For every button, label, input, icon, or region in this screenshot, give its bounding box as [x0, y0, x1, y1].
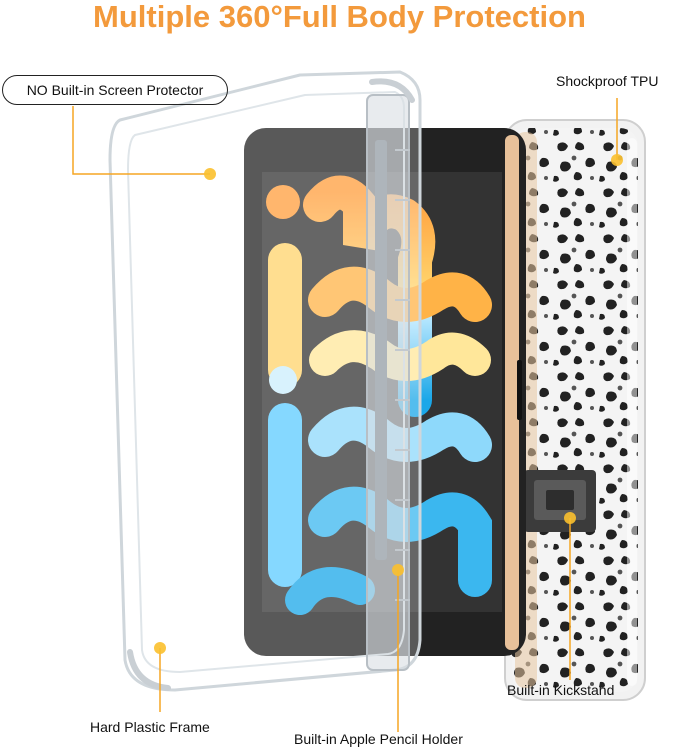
callout-label-pencil-holder: Built-in Apple Pencil Holder	[294, 731, 463, 747]
callout-frame	[154, 642, 166, 712]
callout-label-screen-protector: NO Built-in Screen Protector	[2, 75, 228, 105]
callout-screen-protector	[72, 106, 216, 180]
callout-pencil-holder	[392, 564, 404, 732]
callout-label-frame: Hard Plastic Frame	[90, 719, 210, 735]
shockproof-tpu-shell	[504, 119, 646, 701]
callout-label-kickstand: Built-in Kickstand	[507, 682, 615, 698]
hard-plastic-frame	[108, 70, 422, 692]
callout-shockproof	[611, 98, 623, 166]
kickstand	[524, 470, 596, 532]
page-title: Multiple 360°Full Body Protection	[93, 0, 586, 34]
callout-kickstand	[564, 512, 576, 680]
callout-label-shockproof: Shockproof TPU	[556, 73, 659, 89]
